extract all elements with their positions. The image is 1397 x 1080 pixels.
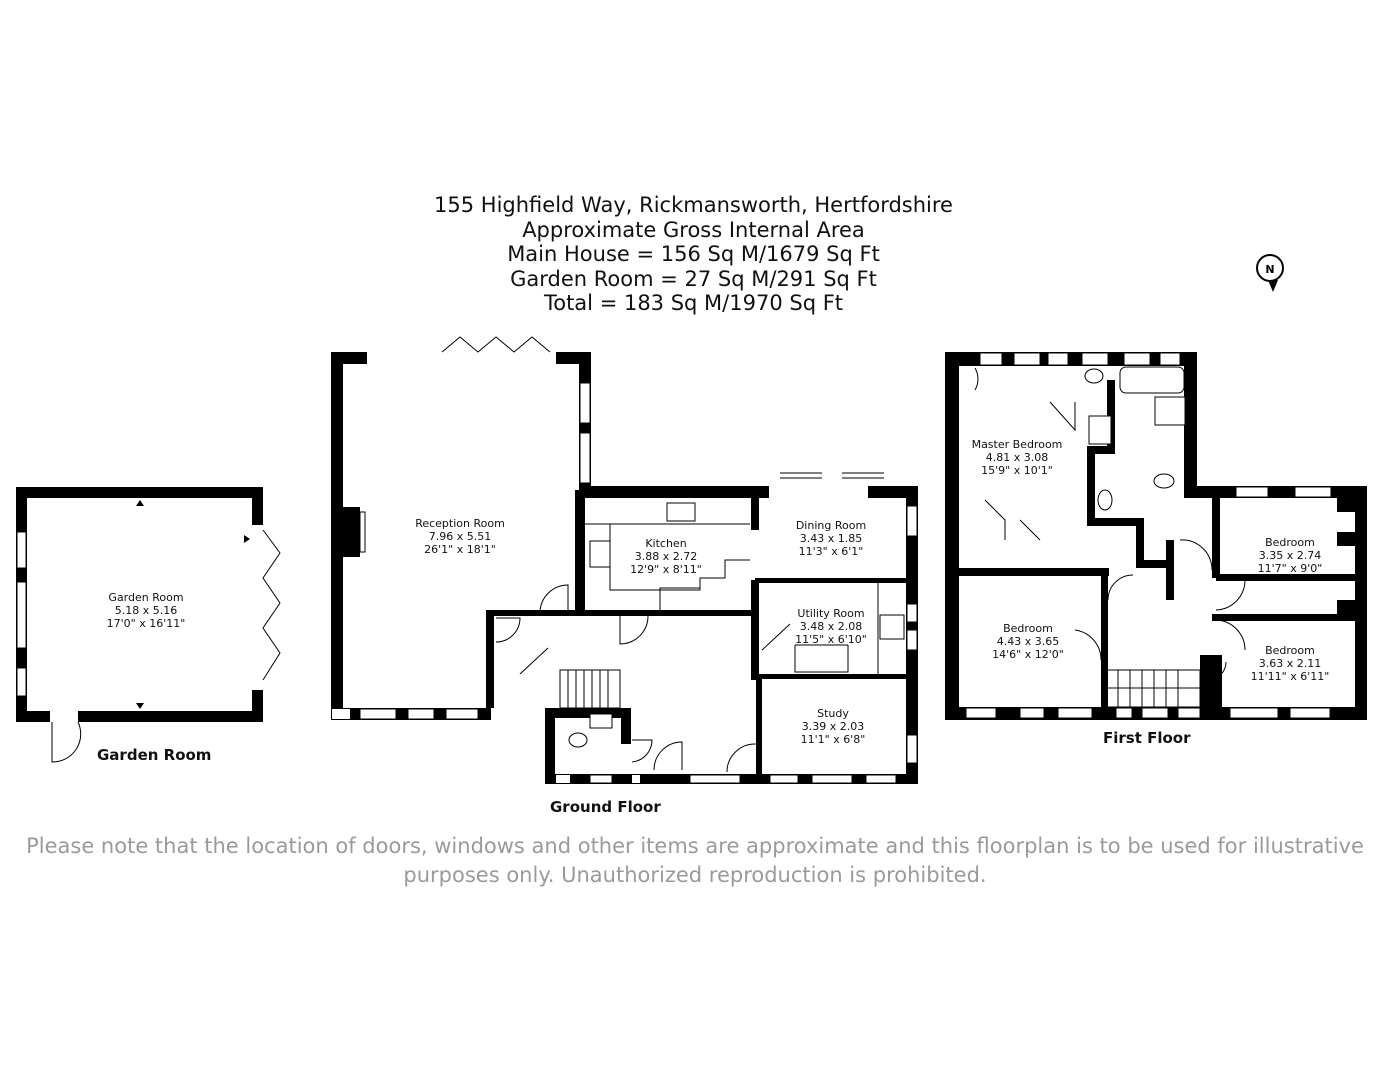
- room-name: Bedroom: [1265, 644, 1315, 657]
- room-metric: 3.35 x 2.74: [1259, 549, 1322, 562]
- total-area: Total = 183 Sq M/1970 Sq Ft: [543, 291, 844, 315]
- compass-icon: N: [1256, 254, 1284, 292]
- room-imperial: 17'0" x 16'11": [107, 617, 186, 630]
- room-bedroom-b: Bedroom 3.35 x 2.74 11'7" x 9'0": [1258, 536, 1323, 575]
- room-study: Study 3.39 x 2.03 11'1" x 6'8": [801, 707, 866, 746]
- room-imperial: 14'6" x 12'0": [992, 648, 1064, 661]
- room-utility: Utility Room 3.48 x 2.08 11'5" x 6'10": [795, 607, 867, 646]
- ground-floor-label: Ground Floor: [550, 798, 661, 816]
- room-metric: 4.81 x 3.08: [986, 451, 1049, 464]
- room-name: Bedroom: [1003, 622, 1053, 635]
- room-imperial: 11'11" x 6'11": [1251, 670, 1330, 683]
- ground-floor-plan: [331, 336, 918, 784]
- room-bedroom-c: Bedroom 3.63 x 2.11 11'11" x 6'11": [1251, 644, 1330, 683]
- room-imperial: 15'9" x 10'1": [981, 464, 1053, 477]
- room-metric: 3.43 x 1.85: [800, 532, 863, 545]
- disclaimer-line-2: purposes only. Unauthorized reproduction…: [403, 863, 987, 887]
- room-name: Kitchen: [645, 537, 686, 550]
- room-metric: 7.96 x 5.51: [429, 530, 492, 543]
- room-metric: 3.39 x 2.03: [802, 720, 865, 733]
- garden-room-floor-label: Garden Room: [97, 746, 211, 764]
- room-imperial: 11'5" x 6'10": [795, 633, 867, 646]
- room-metric: 5.18 x 5.16: [115, 604, 178, 617]
- room-name: Master Bedroom: [972, 438, 1063, 451]
- room-name: Dining Room: [796, 519, 866, 532]
- area-title: Approximate Gross Internal Area: [522, 217, 865, 242]
- room-imperial: 11'3" x 6'1": [799, 545, 864, 558]
- room-reception: Reception Room 7.96 x 5.51 26'1" x 18'1": [415, 517, 505, 556]
- disclaimer-note: Please note that the location of doors, …: [0, 832, 1390, 890]
- plan-header: 155 Highfield Way, Rickmansworth, Hertfo…: [0, 193, 1387, 316]
- room-metric: 3.88 x 2.72: [635, 550, 698, 563]
- room-master-bedroom: Master Bedroom 4.81 x 3.08 15'9" x 10'1": [972, 438, 1063, 477]
- room-dining: Dining Room 3.43 x 1.85 11'3" x 6'1": [796, 519, 866, 558]
- room-metric: 3.48 x 2.08: [800, 620, 863, 633]
- room-name: Reception Room: [415, 517, 505, 530]
- first-floor-plan: [945, 352, 1367, 720]
- room-name: Garden Room: [108, 591, 183, 604]
- room-imperial: 12'9" x 8'11": [630, 563, 702, 576]
- room-kitchen: Kitchen 3.88 x 2.72 12'9" x 8'11": [630, 537, 702, 576]
- room-name: Bedroom: [1265, 536, 1315, 549]
- property-address: 155 Highfield Way, Rickmansworth, Hertfo…: [434, 193, 953, 217]
- room-imperial: 11'7" x 9'0": [1258, 562, 1323, 575]
- first-floor-label: First Floor: [1103, 729, 1191, 747]
- room-bedroom-a: Bedroom 4.43 x 3.65 14'6" x 12'0": [992, 622, 1064, 661]
- room-name: Study: [817, 707, 849, 720]
- compass-label: N: [1265, 263, 1274, 276]
- room-name: Utility Room: [797, 607, 864, 620]
- room-imperial: 11'1" x 6'8": [801, 733, 866, 746]
- garden-room-area: Garden Room = 27 Sq M/291 Sq Ft: [510, 266, 877, 291]
- room-garden-room: Garden Room 5.18 x 5.16 17'0" x 16'11": [107, 591, 186, 630]
- main-house-area: Main House = 156 Sq M/1679 Sq Ft: [507, 242, 880, 266]
- room-metric: 4.43 x 3.65: [997, 635, 1060, 648]
- garden-room-plan: [16, 487, 281, 763]
- room-metric: 3.63 x 2.11: [1259, 657, 1322, 670]
- room-imperial: 26'1" x 18'1": [424, 543, 496, 556]
- disclaimer-line-1: Please note that the location of doors, …: [26, 834, 1364, 858]
